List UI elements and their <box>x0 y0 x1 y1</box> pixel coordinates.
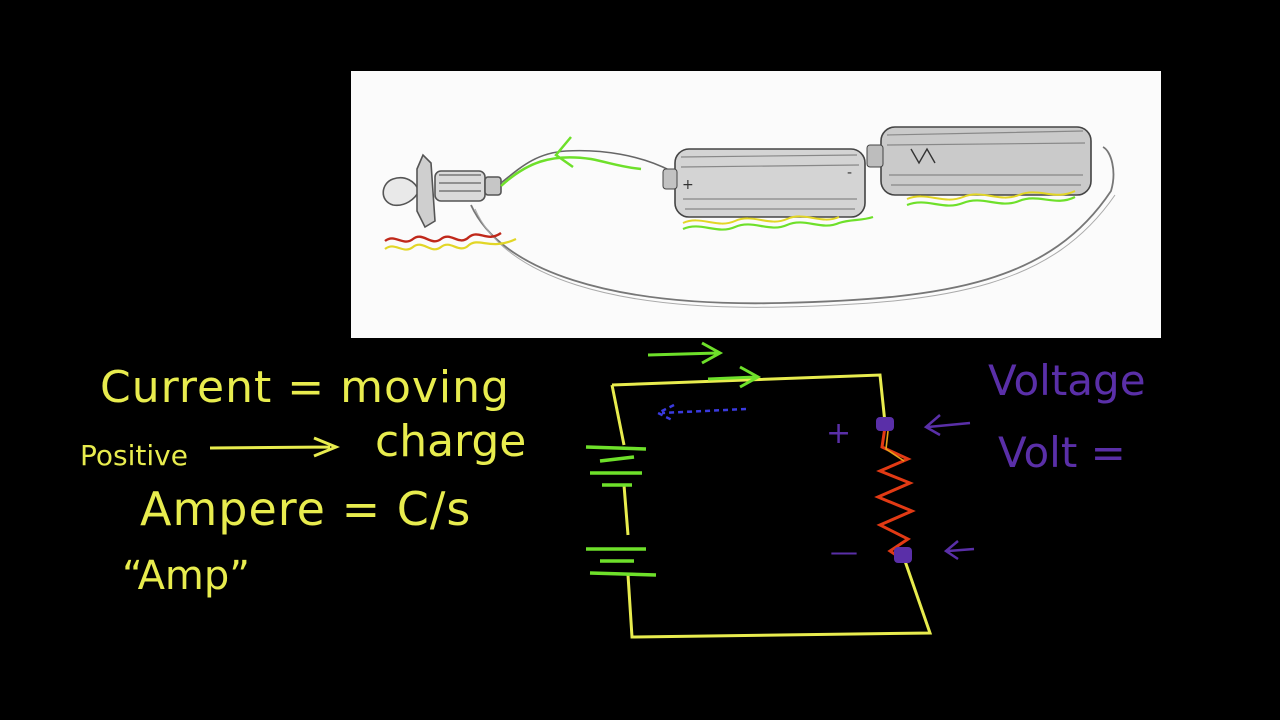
green-current-arrow-top <box>647 341 724 365</box>
volt-definition-line: Volt = <box>998 428 1126 477</box>
battery-icon <box>866 126 1092 196</box>
amp-nickname: “Amp” <box>122 553 251 599</box>
battery-icon: + - <box>662 148 866 218</box>
circuit-diagram: + — <box>585 341 975 639</box>
minus-sign: — <box>830 535 858 568</box>
green-squiggle-2 <box>906 196 1076 207</box>
pencil-sketch-panel: + - <box>351 71 1161 338</box>
circuit-wire <box>610 373 933 639</box>
svg-text:-: - <box>847 165 852 181</box>
yellow-squiggle-3 <box>906 190 1076 201</box>
yellow-squiggle <box>384 238 517 251</box>
ampere-definition-line: Ampere = C/s <box>140 482 472 536</box>
charge-word: charge <box>375 416 527 467</box>
positive-terminal-dot <box>876 417 894 431</box>
plus-sign: + <box>826 416 851 451</box>
green-arrowhead <box>554 136 574 169</box>
positive-word: Positive <box>80 439 188 472</box>
green-current-arrow <box>500 156 642 187</box>
green-squiggle <box>682 215 874 231</box>
battery-symbol <box>585 445 657 577</box>
yellow-squiggle-2 <box>682 215 840 225</box>
return-wire <box>470 146 1115 305</box>
purple-arrow-positive <box>923 414 971 437</box>
green-current-arrow-wire <box>707 365 762 389</box>
voltage-word: Voltage <box>988 356 1146 405</box>
current-definition-line: Current = moving <box>100 362 510 413</box>
positive-arrow <box>209 436 340 458</box>
resistor-symbol <box>874 426 916 561</box>
bulb-battery-sketch: + - <box>382 126 1116 308</box>
red-squiggle <box>384 231 502 243</box>
negative-terminal-dot <box>894 547 912 563</box>
light-bulb-icon <box>382 153 502 229</box>
svg-text:+: + <box>682 177 694 193</box>
electron-flow-arrow <box>655 403 747 423</box>
top-wire <box>500 149 672 184</box>
purple-arrow-negative <box>943 540 975 561</box>
